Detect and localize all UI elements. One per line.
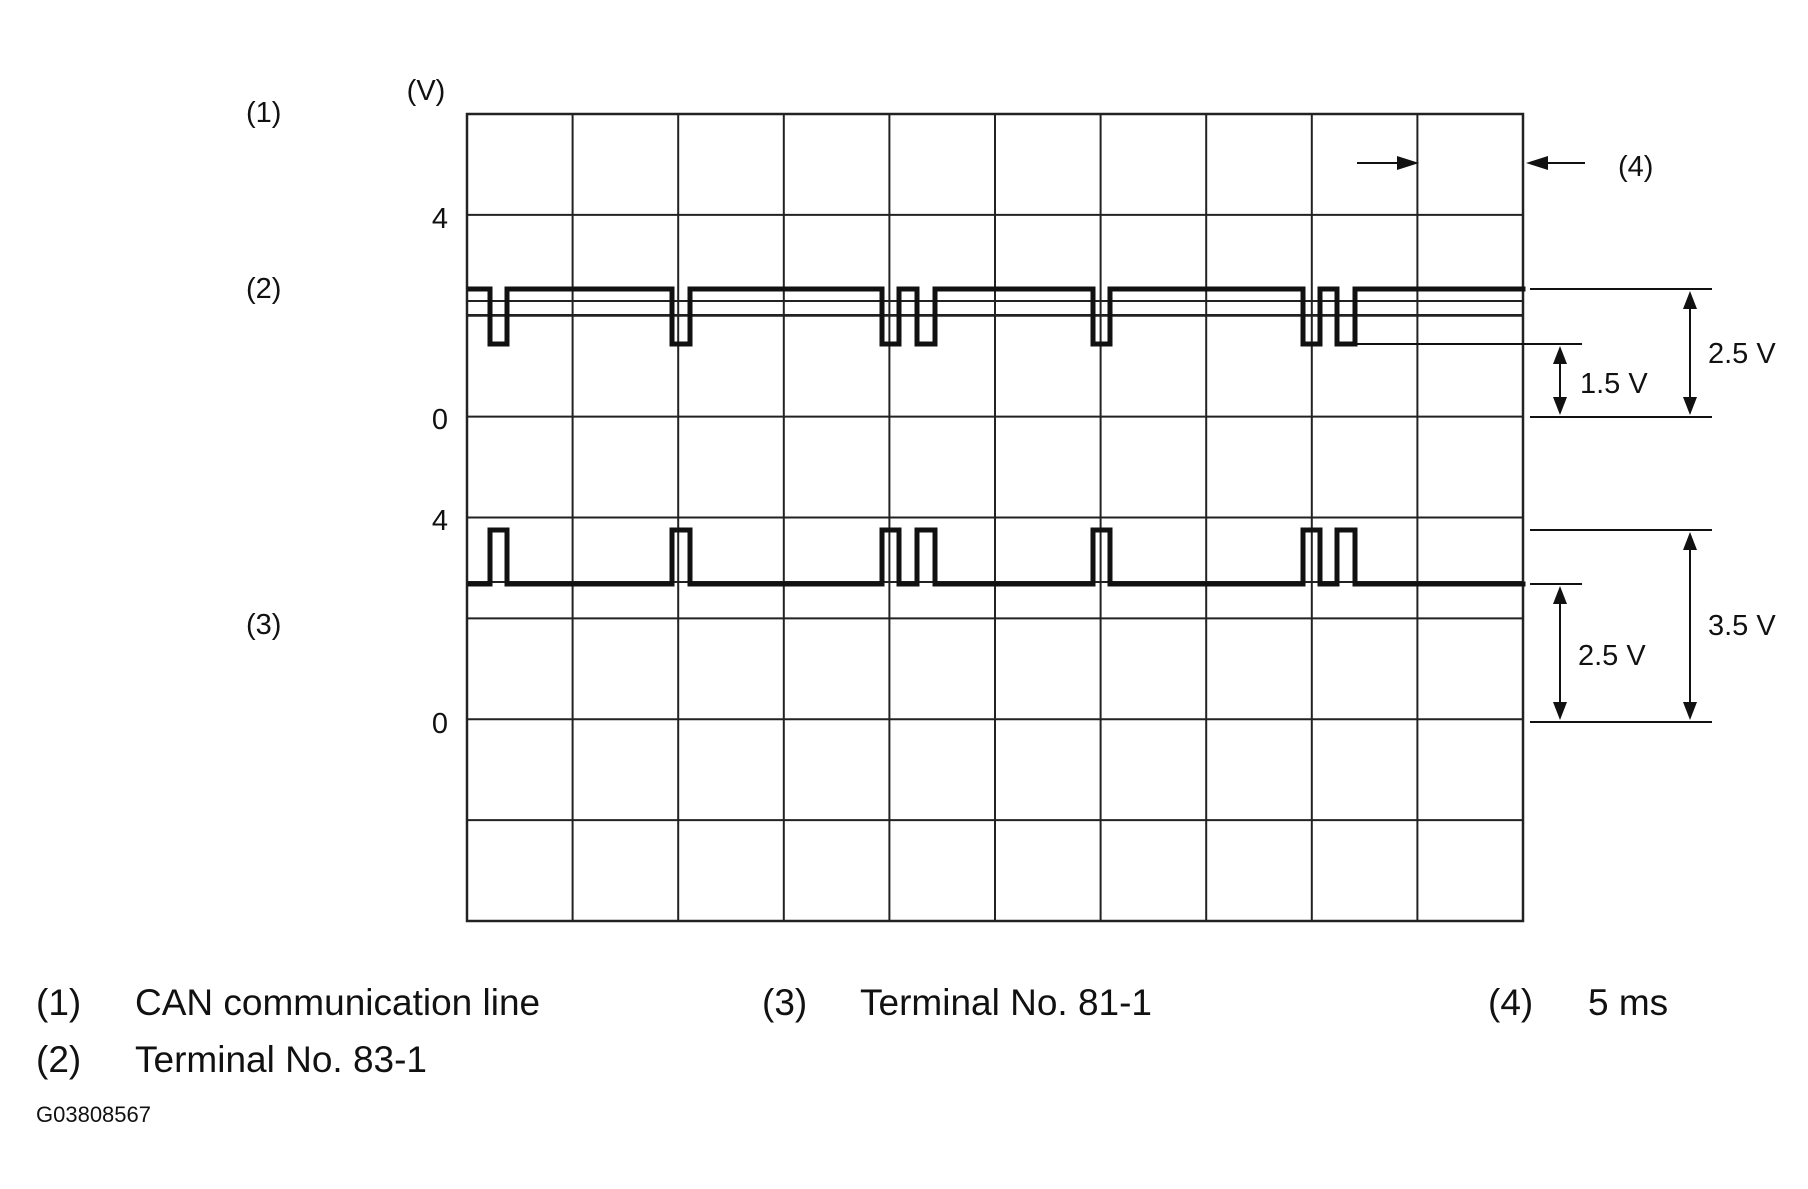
arrow-down-icon — [1553, 702, 1567, 720]
lower-dimension-markers — [1530, 529, 1712, 723]
dim-label-upper-inner: 1.5 V — [1580, 368, 1648, 400]
upper-dimension-markers — [1357, 288, 1712, 418]
legend-text: CAN communication line — [135, 982, 540, 1023]
arrow-left-icon — [1526, 156, 1548, 170]
arrow-right-icon — [1397, 156, 1419, 170]
legend: (1) CAN communication line (2) Terminal … — [36, 982, 1668, 1080]
dim-label-lower-inner: 2.5 V — [1578, 640, 1646, 672]
tick-label-upper-zero: 0 — [432, 404, 448, 436]
legend-number: (2) — [36, 1039, 81, 1080]
legend-number: (1) — [36, 982, 81, 1023]
arrow-up-icon — [1683, 291, 1697, 309]
oscilloscope-grid — [465, 112, 1525, 923]
arrow-up-icon — [1553, 586, 1567, 604]
callout-2: (2) — [246, 273, 281, 305]
legend-text: Terminal No. 83-1 — [135, 1039, 427, 1080]
dim-label-upper-outer: 2.5 V — [1708, 338, 1776, 370]
legend-number: (3) — [762, 982, 807, 1023]
figure-code: G03808567 — [36, 1102, 151, 1127]
arrow-up-icon — [1683, 532, 1697, 550]
legend-text: 5 ms — [1588, 982, 1668, 1023]
tick-label-upper-top: 4 — [432, 203, 448, 235]
tick-label-lower-top: 4 — [432, 505, 448, 537]
time-span-indicator — [1357, 156, 1585, 170]
legend-text: Terminal No. 81-1 — [860, 982, 1152, 1023]
tick-label-lower-zero: 0 — [432, 708, 448, 740]
axis-unit-label: (V) — [407, 75, 446, 107]
legend-number: (4) — [1488, 982, 1533, 1023]
waveform-terminal-81-1 — [467, 527, 1526, 587]
waveform-terminal-83-1 — [467, 286, 1526, 347]
arrow-up-icon — [1553, 346, 1567, 364]
arrow-down-icon — [1553, 397, 1567, 415]
callout-1: (1) — [246, 97, 281, 129]
arrow-down-icon — [1683, 397, 1697, 415]
arrow-down-icon — [1683, 702, 1697, 720]
callout-3: (3) — [246, 609, 281, 641]
callout-4: (4) — [1618, 151, 1653, 183]
dim-label-lower-outer: 3.5 V — [1708, 610, 1776, 642]
